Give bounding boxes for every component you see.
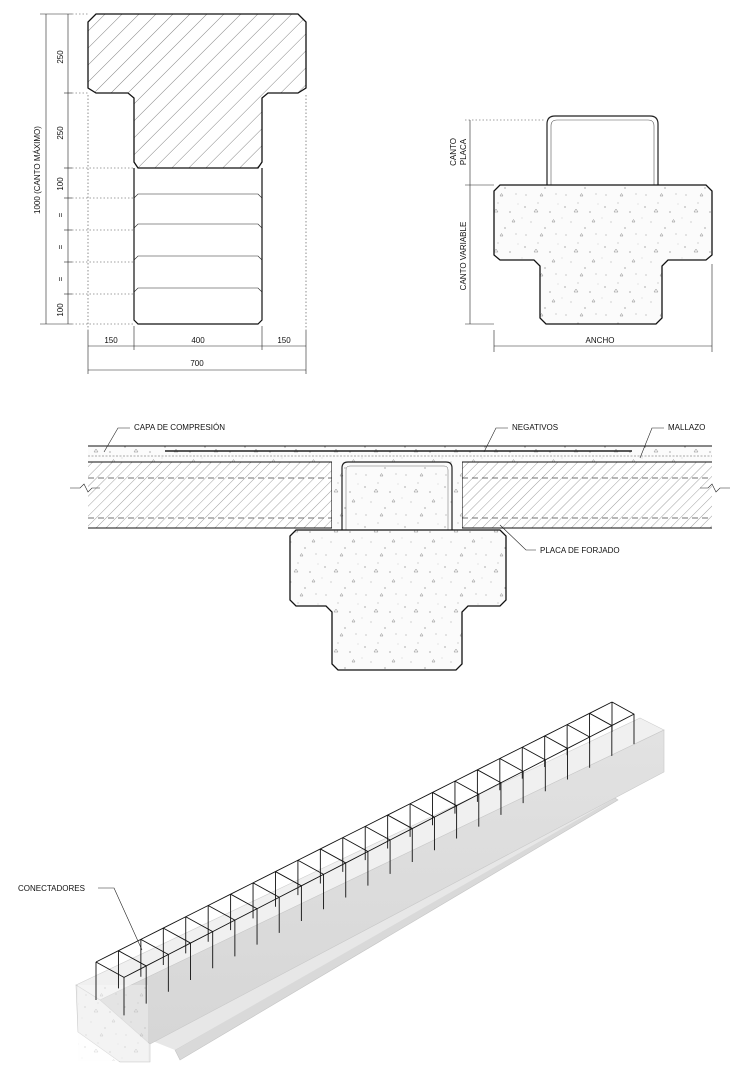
joint-concrete — [332, 462, 462, 528]
label-negativos: NEGATIVOS — [512, 423, 558, 432]
dim-total-vertical: 1000 (CANTO MÁXIMO) — [33, 126, 42, 214]
label-ancho: ANCHO — [586, 336, 615, 345]
dim-150-left: 150 — [104, 336, 118, 345]
compression-layer — [88, 446, 712, 462]
section-hatched-shape — [87, 13, 307, 169]
horizontal-dimension-chain — [87, 326, 307, 374]
label-mallazo: MALLAZO — [668, 423, 705, 432]
isometric-beam: CONECTADORES — [18, 701, 665, 1063]
dim-400: 400 — [191, 336, 205, 345]
dim-equal-2: = — [56, 244, 65, 249]
vertical-dimension-labels: 250 250 100 = = = 100 1000 (CANTO MÁXIMO… — [33, 50, 65, 317]
dim-100-upper: 100 — [56, 177, 65, 191]
dim-700: 700 — [190, 359, 204, 368]
dimensioned-section: 250 250 100 = = = 100 1000 (CANTO MÁXIMO… — [33, 13, 307, 374]
label-capa-compresion: CAPA DE COMPRESIÓN — [134, 423, 225, 432]
dim-250-top: 250 — [56, 50, 65, 64]
slab-left — [88, 462, 332, 528]
break-mark-left — [70, 483, 100, 493]
section-lower-blocks — [133, 168, 263, 325]
dim-equal-1: = — [56, 212, 65, 217]
slab-beam-t — [289, 529, 507, 671]
label-conectadores: CONECTADORES — [18, 884, 85, 893]
stirrup — [546, 115, 659, 186]
vertical-dimension-chain — [40, 13, 72, 325]
beam-concrete-t — [493, 184, 713, 325]
slab-section: CAPA DE COMPRESIÓN NEGATIVOS MALLAZO PLA… — [70, 423, 730, 671]
dim-equal-3: = — [56, 276, 65, 281]
label-placa-forjado: PLACA DE FORJADO — [540, 546, 620, 555]
longitudinal-bar-front — [123, 713, 635, 978]
longitudinal-bar-back — [95, 701, 613, 963]
slab-leaders — [103, 427, 664, 551]
connectors — [95, 701, 635, 1016]
label-placa: PLACA — [459, 138, 468, 165]
section-block-lines — [133, 193, 263, 293]
break-mark-right — [700, 483, 730, 493]
dim-250-mid: 250 — [56, 126, 65, 140]
joint-stirrup — [341, 461, 453, 530]
label-canto: CANTO — [449, 138, 458, 166]
iso-flange-side — [99, 729, 665, 1045]
iso-leader — [98, 887, 143, 951]
iso-flange-top — [75, 717, 665, 1001]
label-canto-variable: CANTO VARIABLE — [459, 222, 468, 291]
dim-150-right: 150 — [277, 336, 291, 345]
dim-100-lower: 100 — [56, 303, 65, 317]
beam-section: CANTO PLACA CANTO VARIABLE ANCHO — [449, 115, 713, 352]
section-extension-lines — [72, 13, 307, 330]
slab-right — [462, 462, 712, 528]
beam-dimension-lines — [465, 119, 713, 352]
